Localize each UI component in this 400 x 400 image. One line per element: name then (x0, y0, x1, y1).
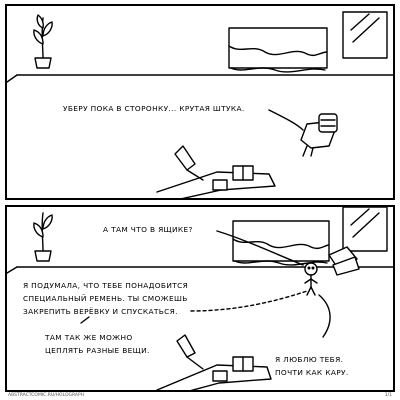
hand-holding-device-icon (300, 113, 338, 157)
footer-site-link[interactable]: ABSTRACTCOMIC.RU/HOLOGRAPH (8, 393, 85, 398)
floor-line (7, 266, 18, 274)
floor-line (7, 74, 18, 83)
comic-panel-2: А там что в ящике? Я подумала, что тебе … (5, 205, 395, 392)
caption-love: Я люблю тебя. Почти как Кару. (275, 353, 349, 379)
rifle-icon (156, 145, 276, 198)
caption-put-aside: Уберу пока в сторонку... Крутая штука. (63, 104, 245, 113)
caption-belt-line: специальный ремень. Ты сможешь (23, 294, 188, 303)
speech-tail-hang (80, 316, 90, 324)
panel-2-artwork (7, 207, 393, 390)
speech-tail-love (318, 294, 331, 338)
caption-whats-in-box: А там что в ящике? (103, 225, 193, 234)
comic-panel-1: Уберу пока в сторонку... Крутая штука. (5, 4, 395, 200)
caption-hang-line: Там так же можно (45, 333, 133, 342)
covered-box-icon (228, 27, 328, 73)
caption-belt: Я подумала, что тебе понадобится специал… (23, 279, 188, 318)
panel-1-artwork (7, 11, 393, 198)
covered-box-icon (232, 220, 330, 266)
caption-love-line: Почти как Кару. (275, 368, 349, 377)
footer-page-number: 1/1 (384, 393, 392, 398)
caption-belt-line: закрепить верёвку и спускаться. (23, 307, 178, 316)
potted-plant-icon (33, 14, 53, 69)
open-box-icon (328, 246, 360, 276)
character-icon (304, 262, 318, 296)
speech-tail-question (216, 230, 304, 266)
caption-belt-line: Я подумала, что тебе понадобится (23, 281, 189, 290)
window-icon (342, 207, 388, 252)
window-icon (342, 11, 388, 59)
potted-plant-icon (33, 212, 53, 262)
caption-hang-line: цеплять разные вещи. (45, 346, 150, 355)
caption-hang-things: Там так же можно цеплять разные вещи. (45, 331, 150, 357)
caption-love-line: Я люблю тебя. (275, 355, 344, 364)
speech-tail (268, 109, 304, 131)
speech-tail-belt (190, 290, 308, 312)
rifle-icon (156, 334, 272, 390)
